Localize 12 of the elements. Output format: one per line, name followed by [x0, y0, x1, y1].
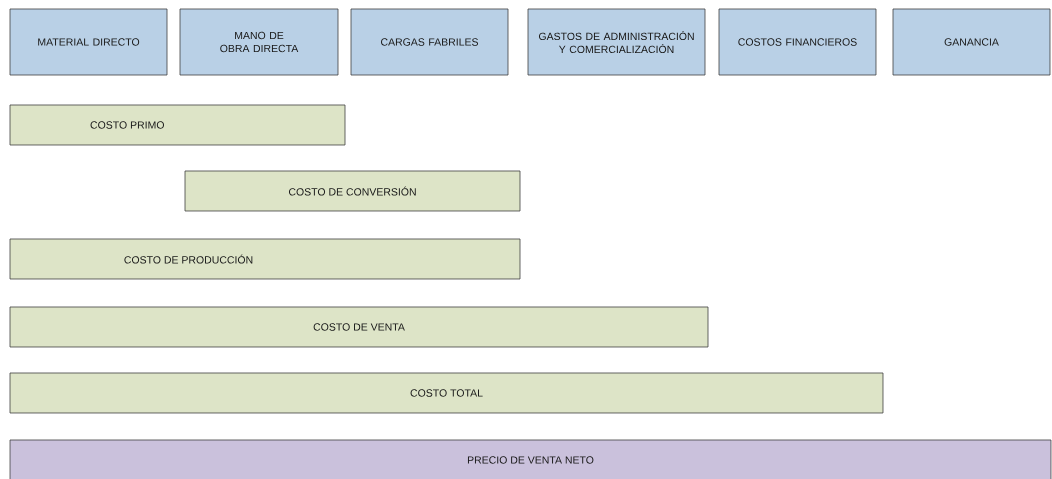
cost-element-box: GANANCIA — [892, 8, 1051, 76]
price-bar: PRECIO DE VENTA NETO — [9, 439, 1052, 479]
cost-bar: COSTO DE VENTA — [9, 306, 709, 348]
cost-bar: COSTO PRIMO — [9, 104, 346, 146]
cost-bar: COSTO DE PRODUCCIÓN — [9, 238, 521, 280]
cost-element-box: MATERIAL DIRECTO — [9, 8, 168, 76]
cost-bar: COSTO TOTAL — [9, 372, 884, 414]
cost-element-box: MANO DE OBRA DIRECTA — [179, 8, 339, 76]
cost-element-box: COSTOS FINANCIEROS — [718, 8, 877, 76]
cost-bar: COSTO DE CONVERSIÓN — [184, 170, 521, 212]
cost-element-box: GASTOS DE ADMINISTRACIÓN Y COMERCIALIZACIÓN — [527, 8, 706, 76]
cost-element-box: CARGAS FABRILES — [350, 8, 509, 76]
